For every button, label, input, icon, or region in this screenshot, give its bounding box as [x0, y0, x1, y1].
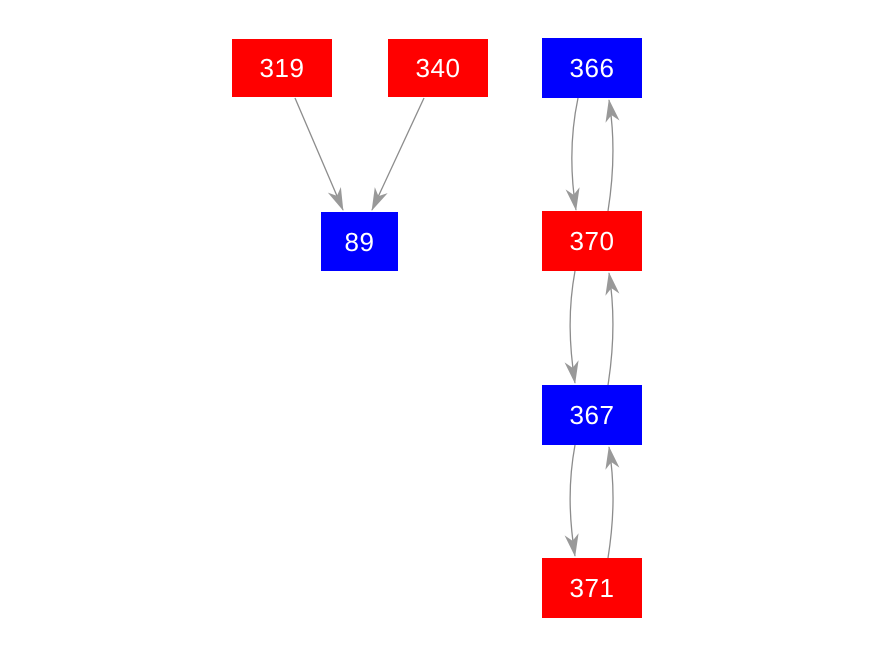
- node-label: 367: [569, 400, 615, 430]
- node-367: 367: [542, 385, 642, 445]
- node-319: 319: [232, 39, 332, 97]
- edge-366-to-370: [565, 97, 580, 211]
- node-label: 89: [344, 226, 375, 257]
- node-label: 371: [569, 573, 615, 603]
- node-label: 366: [569, 53, 615, 83]
- node-340: 340: [388, 39, 488, 97]
- node-366: 366: [542, 38, 642, 98]
- node-370: 370: [542, 211, 642, 271]
- edge-319-to-89: [294, 97, 344, 211]
- edge-370-to-367: [564, 270, 579, 384]
- node-371: 371: [542, 558, 642, 618]
- edge-367-to-371: [564, 444, 579, 557]
- node-label: 319: [259, 53, 305, 83]
- node-label: 370: [569, 226, 615, 256]
- edge-367-to-370: [605, 272, 620, 386]
- node-label: 340: [415, 53, 461, 83]
- edge-370-to-366: [605, 99, 620, 212]
- edge-371-to-367: [605, 446, 620, 559]
- node-89: 89: [321, 212, 398, 271]
- edge-340-to-89: [371, 97, 425, 211]
